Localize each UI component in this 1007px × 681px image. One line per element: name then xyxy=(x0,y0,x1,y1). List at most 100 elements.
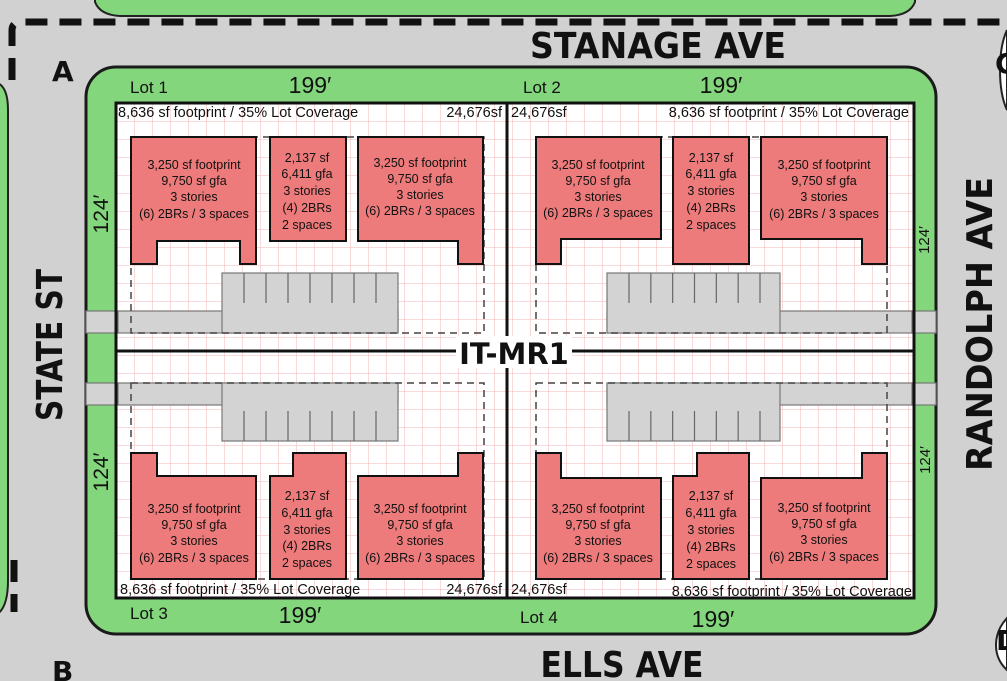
east-driveway-south xyxy=(911,382,937,406)
svg-text:3 stories: 3 stories xyxy=(170,190,217,204)
building-label-l1-east: 3,250 sf footprint 9,750 sf gfa 3 storie… xyxy=(365,156,475,218)
lot1-coverage: 8,636 sf footprint / 35% Lot Coverage xyxy=(118,105,358,121)
svg-text:(6) 2BRs / 3 spaces: (6) 2BRs / 3 spaces xyxy=(543,551,653,565)
lot4-width-dim: 199′ xyxy=(692,606,735,632)
svg-text:3 stories: 3 stories xyxy=(283,184,330,198)
svg-text:3 stories: 3 stories xyxy=(170,534,217,548)
svg-text:9,750 sf gfa: 9,750 sf gfa xyxy=(565,174,630,188)
corner-marker-b: B xyxy=(52,655,73,681)
svg-text:3,250 sf footprint: 3,250 sf footprint xyxy=(551,502,645,516)
svg-text:3,250 sf footprint: 3,250 sf footprint xyxy=(551,158,645,172)
lot3-width-dim: 199′ xyxy=(279,602,322,628)
lot1-label: Lot 1 xyxy=(130,78,168,97)
building-label-l1-west: 3,250 sf footprint 9,750 sf gfa 3 storie… xyxy=(139,158,249,221)
lot4-area: 24,676sf xyxy=(511,582,568,598)
lot3-label: Lot 3 xyxy=(130,604,168,623)
building-label-l2-east: 3,250 sf footprint 9,750 sf gfa 3 storie… xyxy=(769,158,879,221)
building-label-l4-west: 3,250 sf footprint 9,750 sf gfa 3 storie… xyxy=(543,502,653,565)
svg-text:3,250 sf footprint: 3,250 sf footprint xyxy=(777,501,871,515)
svg-text:9,750 sf gfa: 9,750 sf gfa xyxy=(387,518,452,532)
lot2-coverage: 8,636 sf footprint / 35% Lot Coverage xyxy=(669,105,909,121)
svg-text:2 spaces: 2 spaces xyxy=(686,218,736,232)
lot2-area: 24,676sf xyxy=(511,105,568,121)
building-label-l3-west: 3,250 sf footprint 9,750 sf gfa 3 storie… xyxy=(139,502,249,565)
svg-text:2,137 sf: 2,137 sf xyxy=(285,151,330,165)
svg-text:(4) 2BRs: (4) 2BRs xyxy=(282,201,331,215)
svg-text:3 stories: 3 stories xyxy=(574,534,621,548)
svg-text:(6) 2BRs / 3 spaces: (6) 2BRs / 3 spaces xyxy=(769,550,879,564)
svg-text:2,137 sf: 2,137 sf xyxy=(285,489,330,503)
svg-text:(6) 2BRs / 3 spaces: (6) 2BRs / 3 spaces xyxy=(365,204,475,218)
buildings xyxy=(130,136,888,580)
svg-text:2,137 sf: 2,137 sf xyxy=(689,489,734,503)
svg-text:3 stories: 3 stories xyxy=(800,190,847,204)
svg-text:6,411 gfa: 6,411 gfa xyxy=(685,167,736,181)
svg-text:9,750 sf gfa: 9,750 sf gfa xyxy=(791,517,856,531)
svg-text:3 stories: 3 stories xyxy=(283,523,330,537)
building-label-l2-west: 3,250 sf footprint 9,750 sf gfa 3 storie… xyxy=(543,158,653,220)
svg-text:(6) 2BRs / 3 spaces: (6) 2BRs / 3 spaces xyxy=(543,206,653,220)
zoning-label: IT-MR1 xyxy=(459,337,569,371)
svg-text:(6) 2BRs / 3 spaces: (6) 2BRs / 3 spaces xyxy=(769,207,879,221)
svg-text:9,750 sf gfa: 9,750 sf gfa xyxy=(791,174,856,188)
svg-text:3 stories: 3 stories xyxy=(396,188,443,202)
svg-text:9,750 sf gfa: 9,750 sf gfa xyxy=(387,172,452,186)
north-row-line xyxy=(8,18,1007,80)
svg-text:3 stories: 3 stories xyxy=(574,190,621,204)
lot1-depth-dim: 124′ xyxy=(90,194,113,233)
svg-text:6,411 gfa: 6,411 gfa xyxy=(281,506,332,520)
street-label-east: RANDOLPH AVE xyxy=(960,177,1001,471)
svg-text:(4) 2BRs: (4) 2BRs xyxy=(282,539,331,553)
svg-text:3,250 sf footprint: 3,250 sf footprint xyxy=(373,502,467,516)
svg-text:(6) 2BRs / 3 spaces: (6) 2BRs / 3 spaces xyxy=(365,551,475,565)
lot3-coverage: 8,636 sf footprint / 35% Lot Coverage xyxy=(120,582,360,598)
building-label-l2-center: 2,137 sf 6,411 gfa 3 stories (4) 2BRs 2 … xyxy=(685,151,736,232)
svg-text:9,750 sf gfa: 9,750 sf gfa xyxy=(161,518,226,532)
svg-text:(4) 2BRs: (4) 2BRs xyxy=(686,540,735,554)
lot2-label: Lot 2 xyxy=(523,78,561,97)
lot2-depth-dim: 124′ xyxy=(916,226,933,254)
zoning-label-bg xyxy=(456,336,572,368)
building-label-l3-center: 2,137 sf 6,411 gfa 3 stories (4) 2BRs 2 … xyxy=(281,489,332,570)
svg-text:6,411 gfa: 6,411 gfa xyxy=(281,167,332,181)
corner-marker-a: A xyxy=(52,55,74,88)
building-label-l4-east: 3,250 sf footprint 9,750 sf gfa 3 storie… xyxy=(769,501,879,564)
east-driveway-north xyxy=(911,310,937,334)
svg-text:3 stories: 3 stories xyxy=(687,523,734,537)
lot2-width-dim: 199′ xyxy=(700,72,743,98)
building-label-l4-center: 2,137 sf 6,411 gfa 3 stories (4) 2BRs 2 … xyxy=(685,489,736,571)
street-label-south: ELLS AVE xyxy=(541,645,704,681)
parking-stall-lines xyxy=(243,273,761,441)
corner-marker-d: D xyxy=(996,624,1007,657)
svg-text:3,250 sf footprint: 3,250 sf footprint xyxy=(147,158,241,172)
lot4-label: Lot 4 xyxy=(520,608,558,627)
svg-text:(6) 2BRs / 3 spaces: (6) 2BRs / 3 spaces xyxy=(139,207,249,221)
parking-areas xyxy=(116,272,914,442)
building-label-l3-east: 3,250 sf footprint 9,750 sf gfa 3 storie… xyxy=(365,502,475,565)
lot4-coverage: 8,636 sf footprint / 35% Lot Coverage xyxy=(672,584,912,600)
svg-text:9,750 sf gfa: 9,750 sf gfa xyxy=(565,518,630,532)
svg-text:6,411 gfa: 6,411 gfa xyxy=(685,506,736,520)
southeast-neighbor-parcel xyxy=(994,616,1007,672)
lot3-area: 24,676sf xyxy=(446,582,503,598)
street-label-north: STANAGE AVE xyxy=(530,26,786,67)
building-label-l1-center: 2,137 sf 6,411 gfa 3 stories (4) 2BRs 2 … xyxy=(281,151,332,232)
west-neighbor-parcel xyxy=(0,83,9,613)
svg-text:3 stories: 3 stories xyxy=(687,184,734,198)
svg-text:2 spaces: 2 spaces xyxy=(282,556,332,570)
svg-text:3,250 sf footprint: 3,250 sf footprint xyxy=(373,156,467,170)
northeast-neighbor-parcel xyxy=(998,29,1007,111)
lot3-depth-dim: 124′ xyxy=(90,452,113,491)
svg-text:(6) 2BRs / 3 spaces: (6) 2BRs / 3 spaces xyxy=(139,551,249,565)
svg-text:3 stories: 3 stories xyxy=(396,534,443,548)
svg-text:2 spaces: 2 spaces xyxy=(282,218,332,232)
svg-text:2 spaces: 2 spaces xyxy=(686,557,736,571)
svg-text:9,750 sf gfa: 9,750 sf gfa xyxy=(161,174,226,188)
svg-text:(4) 2BRs: (4) 2BRs xyxy=(686,201,735,215)
corner-marker-c: C xyxy=(995,47,1007,80)
west-driveway-north xyxy=(85,310,119,334)
north-neighbor-parcel xyxy=(94,0,916,17)
lot1-width-dim: 199′ xyxy=(289,72,332,98)
lot1-area: 24,676sf xyxy=(446,105,503,121)
